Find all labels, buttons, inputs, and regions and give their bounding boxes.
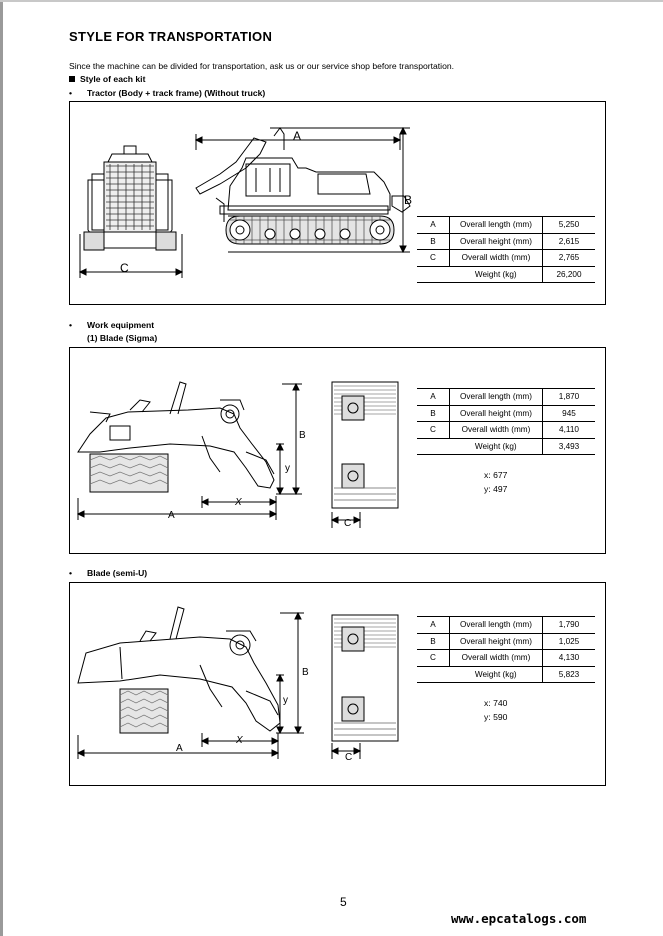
dim-label-b: B: [302, 667, 309, 678]
blade-sigma-side-view: [77, 381, 275, 493]
dim-label-c: C: [345, 752, 352, 763]
spec-letter: B: [417, 405, 450, 422]
spec-name: Weight (kg): [449, 438, 543, 455]
page-edge: [0, 0, 3, 936]
dim-label-y: y: [283, 695, 288, 706]
spec-value: 26,200: [542, 266, 595, 283]
spec-letter: [417, 666, 450, 683]
intro-text: Since the machine can be divided for tra…: [69, 61, 455, 71]
spec-name: Overall length (mm): [449, 216, 543, 234]
page-edge-top: [0, 0, 663, 2]
blade-semi-u-drawing: A B C X y: [76, 606, 399, 763]
bullet-icon: •: [69, 320, 73, 330]
spec-value: 5,823: [542, 666, 595, 683]
spec-value: 1,025: [542, 633, 595, 650]
table-row: Weight (kg)3,493: [417, 438, 595, 455]
dim-label-b: B: [299, 430, 306, 441]
blade-semi-u-heading-text: Blade (semi-U): [87, 568, 148, 578]
spec-value: 2,765: [542, 249, 595, 267]
coord-y: y: 590: [484, 712, 508, 722]
tractor-front-view: [83, 145, 177, 251]
spec-letter: [417, 438, 450, 455]
spec-value: 1,790: [542, 616, 595, 634]
spec-name: Weight (kg): [449, 266, 543, 283]
spec-letter: C: [417, 249, 450, 267]
blade-semi-u-side-view: [77, 606, 281, 734]
spec-letter: C: [417, 649, 450, 667]
kit-heading: Style of each kit: [69, 74, 145, 84]
spec-name: Overall height (mm): [449, 405, 543, 422]
dim-label-x: X: [234, 497, 242, 508]
coord-y: y: 497: [484, 484, 508, 494]
blade-sigma-front-view: [331, 381, 399, 509]
dim-label-c: C: [344, 518, 351, 529]
spec-name: Weight (kg): [449, 666, 543, 683]
page-number: 5: [340, 895, 347, 909]
blade-semi-u-coordinates: x: 740 y: 590: [484, 696, 507, 724]
spec-name: Overall length (mm): [449, 388, 543, 406]
dim-label-x: X: [235, 735, 243, 746]
coord-x: x: 677: [484, 470, 508, 480]
dim-label-c: C: [120, 261, 129, 275]
kit-heading-text: Style of each kit: [80, 74, 146, 84]
spec-name: Overall height (mm): [449, 233, 543, 250]
spec-name: Overall length (mm): [449, 616, 543, 634]
table-row: Weight (kg)5,823: [417, 666, 595, 683]
spec-name: Overall width (mm): [449, 649, 543, 667]
dim-label-a: A: [168, 510, 175, 521]
watermark: www.epcatalogs.com: [451, 911, 587, 926]
dim-label-y: y: [285, 463, 290, 474]
spec-value: 5,250: [542, 216, 595, 234]
blade-sigma-drawing: A B C X y: [76, 381, 399, 529]
spec-letter: [417, 266, 450, 283]
bullet-icon: •: [69, 568, 73, 578]
spec-letter: B: [417, 633, 450, 650]
bullet-icon: •: [69, 88, 73, 98]
dim-label-b: B: [404, 193, 412, 207]
blade-semi-u-front-view: [331, 614, 399, 742]
spec-value: 4,110: [542, 421, 595, 439]
spec-letter: A: [417, 388, 450, 406]
dim-label-a: A: [293, 129, 301, 143]
blade-sigma-coordinates: x: 677 y: 497: [484, 468, 507, 496]
spec-letter: A: [417, 616, 450, 634]
spec-name: Overall height (mm): [449, 633, 543, 650]
tractor-side-view: [195, 127, 411, 245]
tractor-heading-text: Tractor (Body + track frame) (Without tr…: [87, 88, 266, 98]
blade-sigma-heading: (1) Blade (Sigma): [87, 333, 157, 343]
blade-sigma-heading-text: (1) Blade (Sigma): [87, 333, 158, 343]
tractor-drawing: A B C: [78, 126, 412, 278]
spec-value: 3,493: [542, 438, 595, 455]
spec-value: 945: [542, 405, 595, 422]
page-title: STYLE FOR TRANSPORTATION: [69, 29, 273, 44]
spec-letter: A: [417, 216, 450, 234]
spec-value: 2,615: [542, 233, 595, 250]
spec-letter: B: [417, 233, 450, 250]
coord-x: x: 740: [484, 698, 508, 708]
table-row: Weight (kg)26,200: [417, 266, 595, 283]
spec-value: 4,130: [542, 649, 595, 667]
spec-value: 1,870: [542, 388, 595, 406]
dim-label-a: A: [176, 743, 183, 754]
spec-name: Overall width (mm): [449, 421, 543, 439]
square-bullet-icon: [69, 76, 75, 82]
spec-letter: C: [417, 421, 450, 439]
work-equipment-heading-text: Work equipment: [87, 320, 155, 330]
spec-name: Overall width (mm): [449, 249, 543, 267]
